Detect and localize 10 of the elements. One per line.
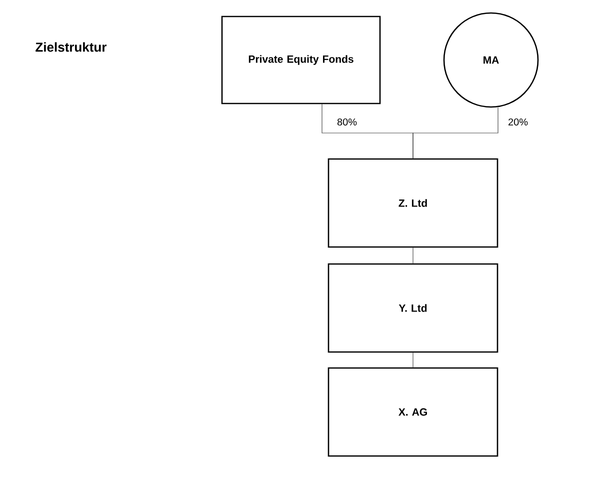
- connector-line: [412, 352, 414, 368]
- edge-label: 80%: [336, 117, 358, 127]
- entity-box: X. AG: [328, 367, 498, 457]
- heading: Zielstruktur: [36, 42, 107, 52]
- connector-line: [412, 247, 414, 264]
- entity-box: Y. Ltd: [328, 263, 498, 353]
- edge-label: 20%: [507, 117, 529, 127]
- connector-line: [412, 107, 498, 159]
- entity-box: Private Equity Fonds: [221, 16, 381, 104]
- entity-box: Z. Ltd: [328, 158, 498, 248]
